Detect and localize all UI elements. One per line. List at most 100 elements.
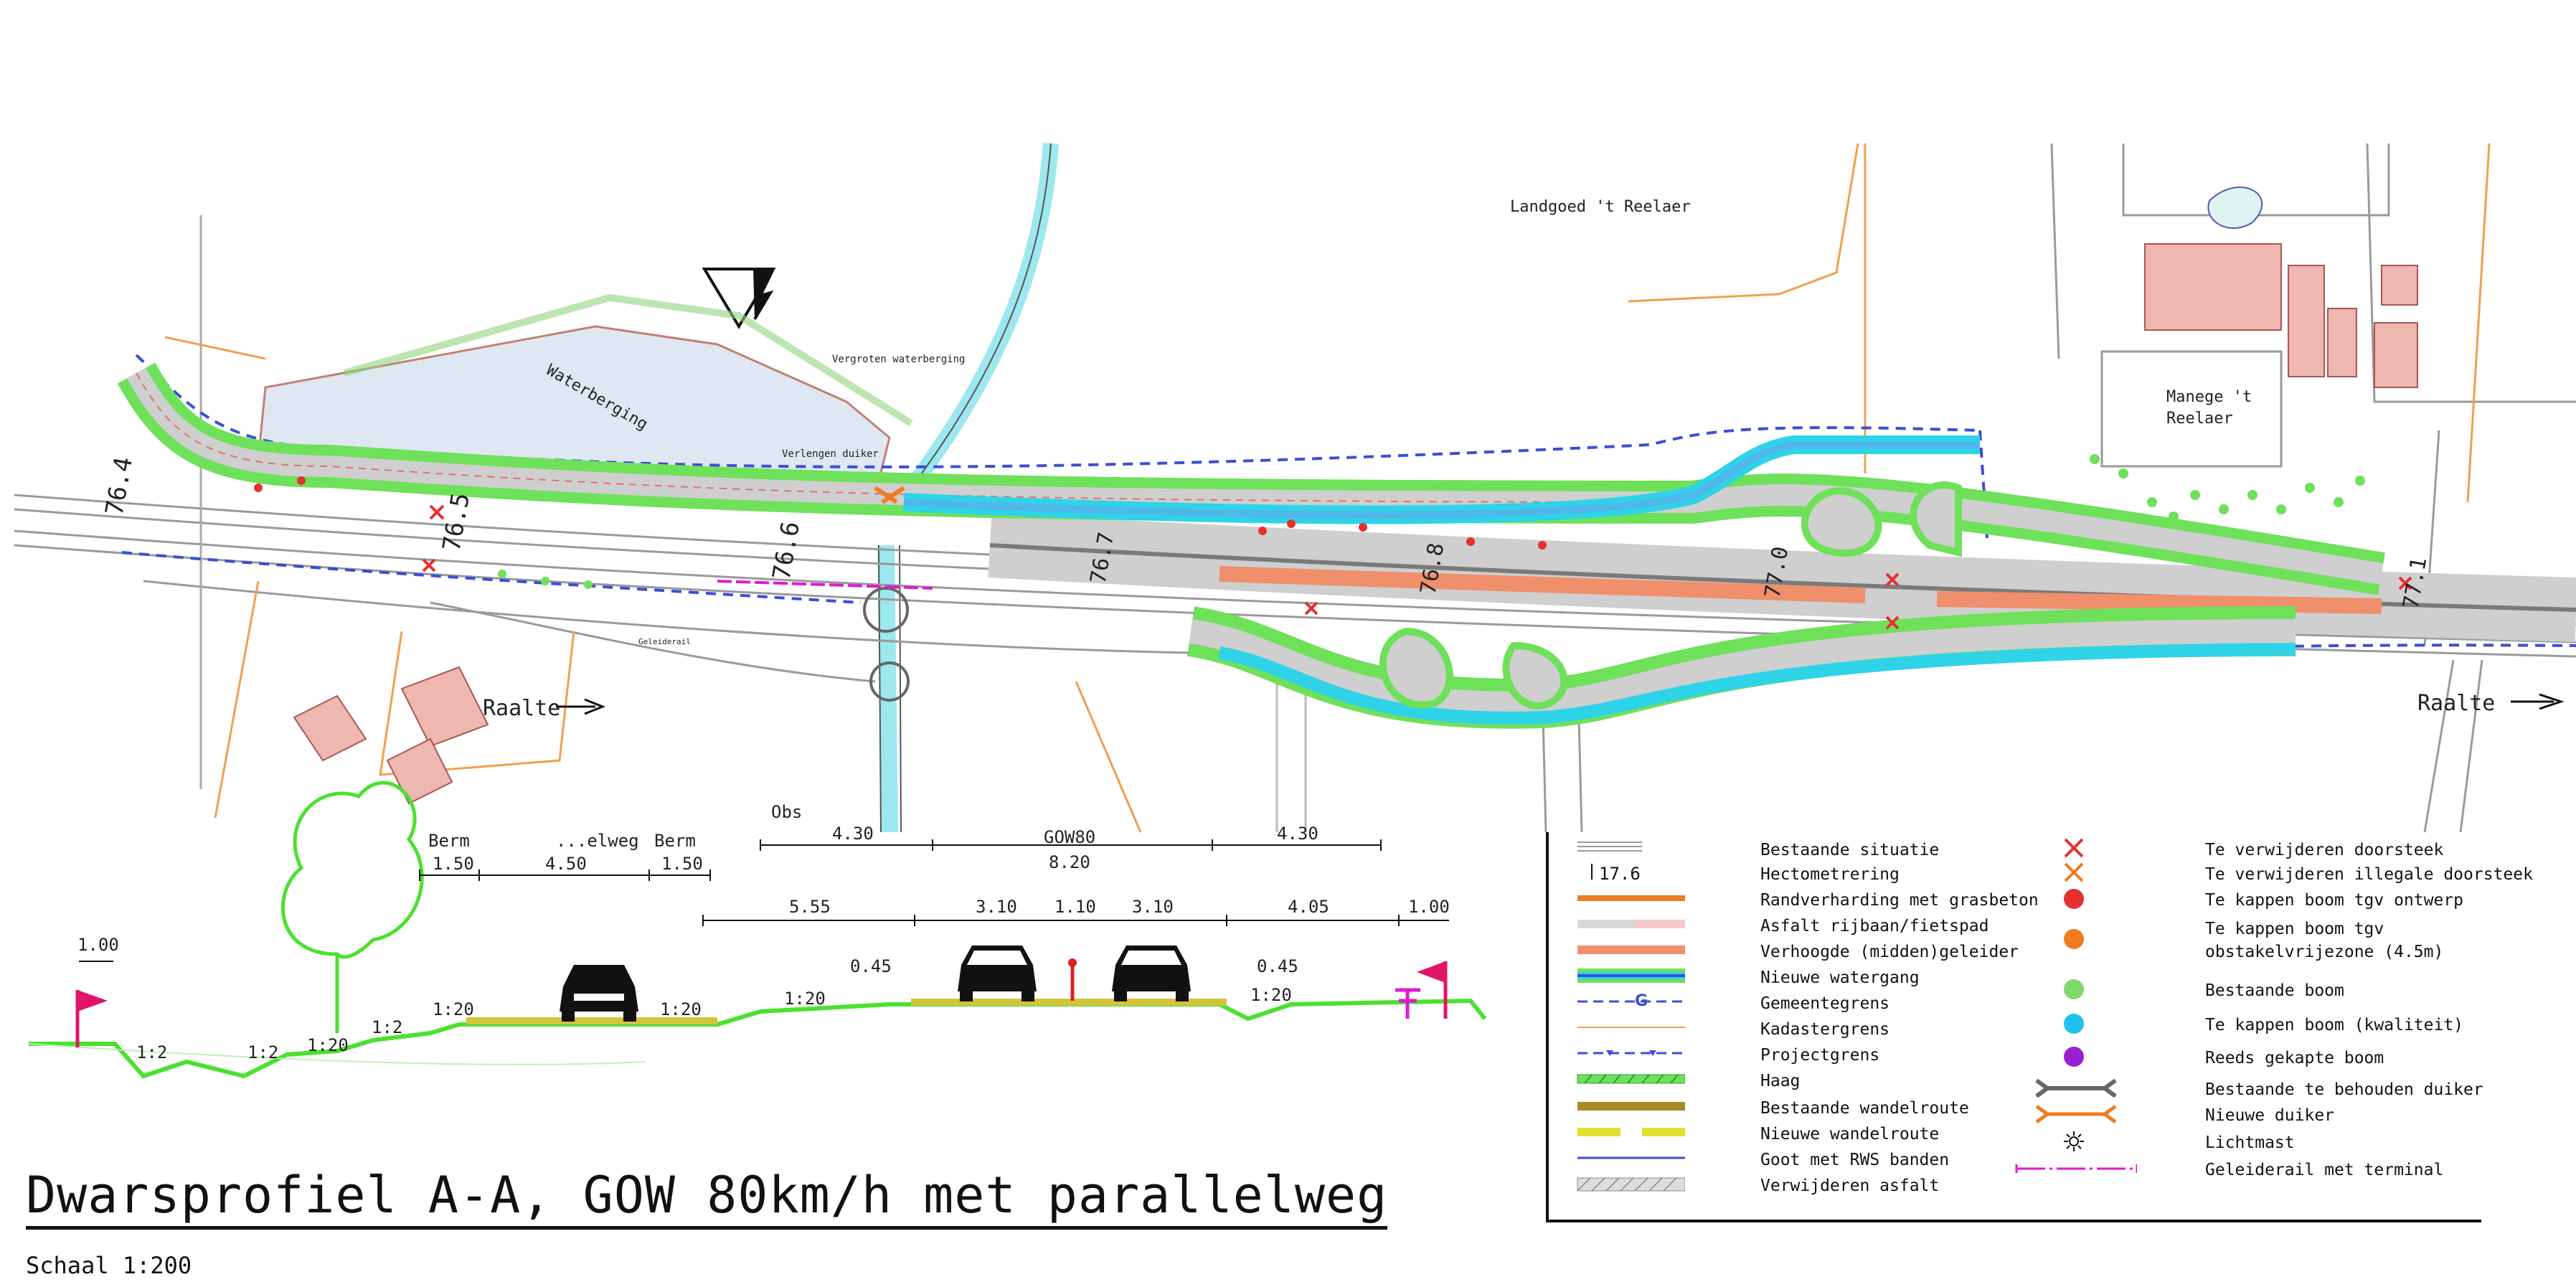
dim-110: 1.10 <box>1055 897 1096 917</box>
legend-label-14: Verwijderen asfalt <box>1760 1177 1940 1195</box>
label-parallelweg: ...elweg <box>556 831 639 851</box>
purple-dot-icon <box>2064 1047 2084 1067</box>
label-geleiderail: Geleiderail <box>638 637 691 646</box>
orange-band-icon <box>1577 895 1685 901</box>
legend-label-6: Nieuwe watergang <box>1760 968 1920 987</box>
red-dot-icon <box>2064 889 2084 909</box>
slope-8: 1:20 <box>1250 985 1292 1005</box>
dim-150b: 1.50 <box>661 854 703 874</box>
north-arrow-icon <box>702 268 776 329</box>
water-band-icon <box>1577 968 1685 983</box>
trees-to-cut <box>254 476 1547 550</box>
slope-5: 1:20 <box>433 999 474 1019</box>
main-road-gow80 <box>988 513 2576 642</box>
pond-outer-embankment <box>343 293 913 427</box>
slope-7: 1:20 <box>784 989 826 1009</box>
legend-right-label-7: Reeds gekapte boom <box>2205 1049 2384 1067</box>
brown-band-icon <box>1577 1102 1685 1111</box>
remove-crossing-icon <box>422 504 2412 630</box>
dim-555: 5.55 <box>789 897 831 917</box>
magenta-guardrail-icon <box>2015 1164 2137 1173</box>
dim-100b: 1.00 <box>1408 897 1450 917</box>
existing-lines-icon <box>1577 842 1642 852</box>
car-icon-parallelweg <box>560 965 638 1022</box>
blue-line-icon <box>1577 1156 1685 1159</box>
legend-right-label-4-line2: obstakelvrijezone (4.5m) <box>2205 943 2444 961</box>
roundabouts <box>863 587 910 702</box>
legend-label-3: Randverharding met grasbeton <box>1760 891 2039 910</box>
guardrail-terminal-icon <box>1395 988 1420 1019</box>
orange-thin-icon <box>1577 1027 1685 1028</box>
label-raalte-left: Raalte <box>483 696 560 721</box>
legend-right-label-10: Lichtmast <box>2205 1133 2295 1152</box>
culvert-new-icon <box>874 486 905 504</box>
hatch-grey-icon <box>1577 1177 1685 1192</box>
dim-100a: 1.00 <box>77 935 119 955</box>
parallelweg-surface <box>466 1017 717 1024</box>
cyan-dot-icon <box>2064 1014 2084 1034</box>
legend-label-11: Bestaande wandelroute <box>1760 1099 1969 1118</box>
blue-dash-triangle-icon <box>1577 1050 1685 1056</box>
orange-dot-icon <box>2064 929 2084 949</box>
yellow-dashes-icon <box>1577 1128 1685 1136</box>
slope-2: 1:2 <box>247 1042 278 1062</box>
legend-label-7: Gemeentegrens <box>1760 994 1890 1013</box>
canal-south <box>877 544 898 833</box>
legend-right-label-2: Te verwijderen illegale doorsteek <box>2205 865 2533 884</box>
slope-4: 1:2 <box>372 1017 402 1037</box>
building-manege-main <box>2144 243 2282 331</box>
guardrail-plan <box>717 580 933 590</box>
dim-310b: 3.10 <box>1132 897 1174 917</box>
legend-right-label-5: Bestaande boom <box>2205 981 2344 1000</box>
slope-6: 1:20 <box>660 999 702 1019</box>
legend-label-10: Haag <box>1760 1072 1801 1090</box>
drawing-scale: Schaal 1:200 <box>26 1252 192 1279</box>
arrow-right-icon-2 <box>2511 693 2565 710</box>
ground-profile <box>29 998 1487 1079</box>
grey-culvert-icon <box>2035 1078 2117 1098</box>
label-verlengen: Verlengen duiker <box>782 448 879 460</box>
tree-icon <box>281 781 424 1033</box>
legend-label-4: Asfalt rijbaan/fietspad <box>1760 917 1989 935</box>
plan-view: Landgoed 't Reelaer Waterberging Vergrot… <box>14 143 2576 833</box>
legend-label-1: Bestaande situatie <box>1760 841 1940 859</box>
dim-045b: 0.45 <box>1257 956 1298 976</box>
legend-right-label-11: Geleiderail met terminal <box>2205 1161 2444 1179</box>
light-pole-icon <box>2064 1131 2084 1151</box>
label-landgoed: Landgoed 't Reelaer <box>1510 198 1691 216</box>
label-gow: GOW80 <box>1044 827 1095 847</box>
hecto-76-6: 76.6 <box>767 519 806 583</box>
red-cross-icon <box>2064 838 2084 858</box>
legend-right-label-9: Nieuwe duiker <box>2205 1106 2335 1125</box>
car-icon-gow-left <box>958 946 1037 1001</box>
legend-right-label-4: Te kappen boom tgv <box>2205 920 2384 938</box>
grey-band-icon <box>1577 920 1685 928</box>
label-manege-1: Manege 't <box>2166 388 2252 406</box>
dim-820: 8.20 <box>1049 852 1090 872</box>
legend-label-8: Kadastergrens <box>1760 1020 1890 1039</box>
dim-405: 4.05 <box>1288 897 1329 917</box>
dim-450: 4.50 <box>545 854 587 874</box>
legend-label-13: Goot met RWS banden <box>1760 1151 1950 1169</box>
label-vergroten: Vergroten waterberging <box>832 354 965 365</box>
legend-label-12: Nieuwe wandelroute <box>1760 1125 1940 1144</box>
dimension-lines <box>79 839 1449 962</box>
cadastral-boundaries <box>164 143 2491 833</box>
blue-dash-g-icon: G <box>1577 992 1685 1010</box>
green-hatch-icon <box>1577 1074 1685 1084</box>
salmon-band-icon <box>1577 946 1685 954</box>
label-berm-left: Berm <box>428 831 470 851</box>
label-raalte-right: Raalte <box>2417 691 2495 716</box>
hecto-76-4: 76.4 <box>100 455 138 518</box>
canal-north <box>884 143 1059 512</box>
svg-text:17.6: 17.6 <box>1599 864 1641 884</box>
dim-045a: 0.45 <box>850 956 892 976</box>
interchange-loops <box>1379 481 1962 710</box>
car-icon-gow-right <box>1112 946 1191 1001</box>
cross-section: Berm ...elweg Berm Obs GOW80 1.50 4.50 1… <box>28 781 1487 1079</box>
legend-label-5: Verhoogde (midden)geleider <box>1760 943 2019 961</box>
dim-150a: 1.50 <box>433 854 474 874</box>
hectometre-marker-icon: 17.6 <box>1591 864 1641 884</box>
